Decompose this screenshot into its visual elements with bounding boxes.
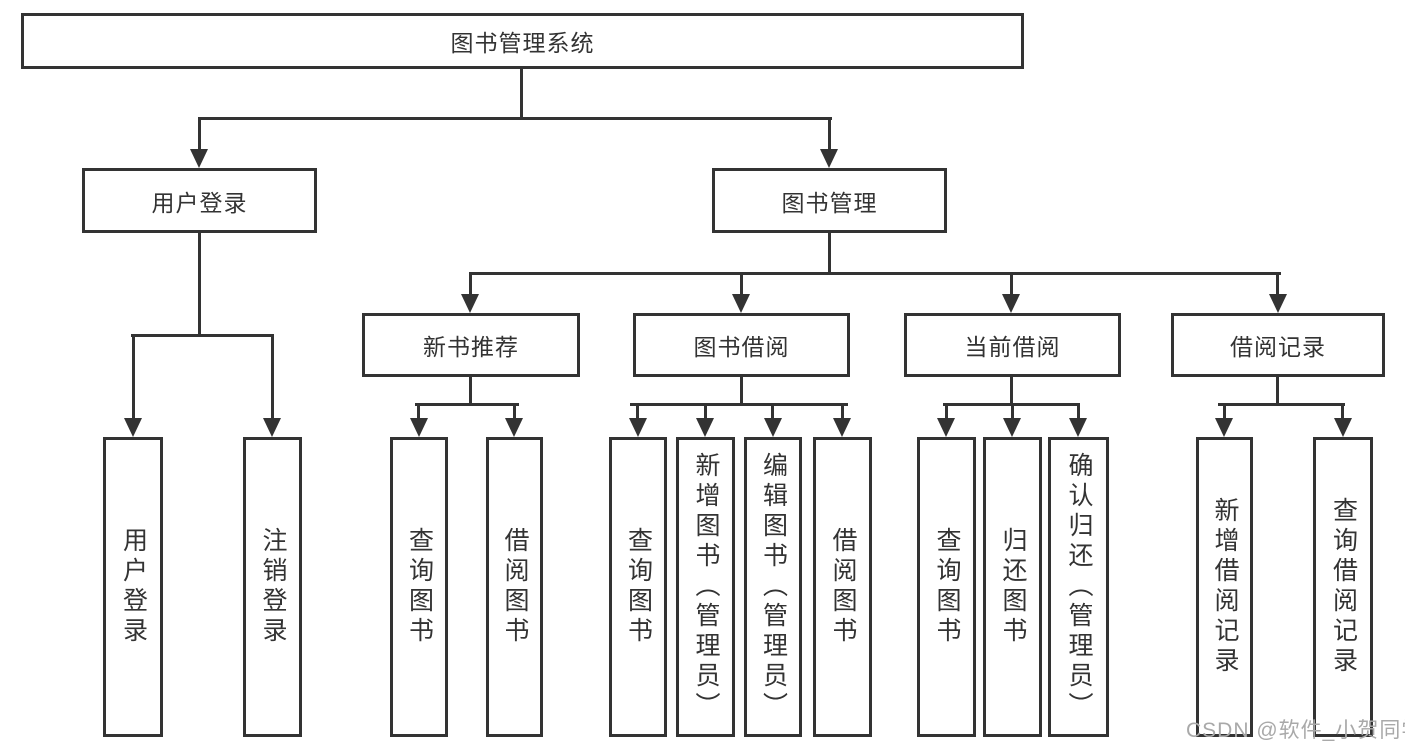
leaf-current-confirm-return-admin: 确认归还（管理员） xyxy=(1048,437,1109,737)
connector-mgmt-stub xyxy=(828,233,831,275)
watermark: CSDN @软件_小贺同学 xyxy=(1186,719,1405,742)
connector-to-book-borrow xyxy=(740,272,743,297)
connector-current-stub xyxy=(1010,377,1013,405)
connector-history-bar xyxy=(1218,403,1345,406)
arrow-down-icon xyxy=(1269,294,1287,313)
arrow-down-icon xyxy=(1334,418,1352,437)
connector-to-borrow-add xyxy=(704,403,707,421)
connector-root-stub xyxy=(520,69,523,120)
connector-to-leaf-user-login xyxy=(132,334,135,420)
connector-to-current-borrow xyxy=(1010,272,1013,297)
arrow-down-icon xyxy=(1002,294,1020,313)
leaf-rec-query-books: 查询图书 xyxy=(390,437,448,737)
connector-to-user-login xyxy=(198,117,201,152)
node-book-management: 图书管理 xyxy=(712,168,947,233)
connector-root-bar xyxy=(198,117,832,120)
leaf-current-query-books: 查询图书 xyxy=(917,437,976,737)
node-book-borrowing: 图书借阅 xyxy=(633,313,850,377)
leaf-borrow-borrow-books: 借阅图书 xyxy=(813,437,872,737)
connector-to-borrow-history xyxy=(1276,272,1279,297)
connector-login-stub xyxy=(198,233,201,337)
connector-to-rec-query xyxy=(417,403,420,421)
arrow-down-icon xyxy=(833,418,851,437)
connector-to-book-management xyxy=(828,117,831,152)
arrow-down-icon xyxy=(190,149,208,168)
connector-to-history-add xyxy=(1223,403,1226,421)
arrow-down-icon xyxy=(263,418,281,437)
node-library-management-system: 图书管理系统 xyxy=(21,13,1024,69)
arrow-down-icon xyxy=(820,149,838,168)
connector-to-borrow-edit xyxy=(771,403,774,421)
connector-mgmt-bar xyxy=(469,272,1281,275)
connector-borrow-stub xyxy=(740,377,743,405)
node-current-borrowing: 当前借阅 xyxy=(904,313,1121,377)
leaf-borrow-edit-books-admin: 编辑图书（管理员） xyxy=(744,437,802,737)
connector-to-new-book-rec xyxy=(469,272,472,297)
arrow-down-icon xyxy=(937,418,955,437)
connector-rec-stub xyxy=(469,377,472,405)
arrow-down-icon xyxy=(461,294,479,313)
arrow-down-icon xyxy=(410,418,428,437)
connector-to-borrow-borrow xyxy=(841,403,844,421)
arrow-down-icon xyxy=(1069,418,1087,437)
leaf-user-login: 用户登录 xyxy=(103,437,163,737)
connector-borrow-bar xyxy=(630,403,848,406)
connector-to-rec-borrow xyxy=(513,403,516,421)
connector-login-bar xyxy=(131,334,274,337)
leaf-borrow-add-books-admin: 新增图书（管理员） xyxy=(676,437,735,737)
connector-to-current-confirm xyxy=(1077,403,1080,421)
arrow-down-icon xyxy=(696,418,714,437)
leaf-history-add-record: 新增借阅记录 xyxy=(1196,437,1253,737)
connector-to-history-query xyxy=(1341,403,1344,421)
leaf-logout: 注销登录 xyxy=(243,437,302,737)
connector-to-leaf-logout xyxy=(271,334,274,420)
arrow-down-icon xyxy=(505,418,523,437)
connector-to-borrow-query xyxy=(636,403,639,421)
leaf-rec-borrow-books: 借阅图书 xyxy=(486,437,543,737)
arrow-down-icon xyxy=(1003,418,1021,437)
arrow-down-icon xyxy=(1215,418,1233,437)
leaf-borrow-query-books: 查询图书 xyxy=(609,437,667,737)
connector-to-current-query xyxy=(945,403,948,421)
connector-history-stub xyxy=(1276,377,1279,405)
arrow-down-icon xyxy=(124,418,142,437)
arrow-down-icon xyxy=(732,294,750,313)
leaf-history-query-record: 查询借阅记录 xyxy=(1313,437,1373,737)
arrow-down-icon xyxy=(629,418,647,437)
node-borrowing-records: 借阅记录 xyxy=(1171,313,1385,377)
arrow-down-icon xyxy=(764,418,782,437)
connector-rec-bar xyxy=(415,403,519,406)
connector-to-current-return xyxy=(1011,403,1014,421)
node-new-book-recommendation: 新书推荐 xyxy=(362,313,580,377)
leaf-current-return-books: 归还图书 xyxy=(983,437,1042,737)
node-user-login: 用户登录 xyxy=(82,168,317,233)
